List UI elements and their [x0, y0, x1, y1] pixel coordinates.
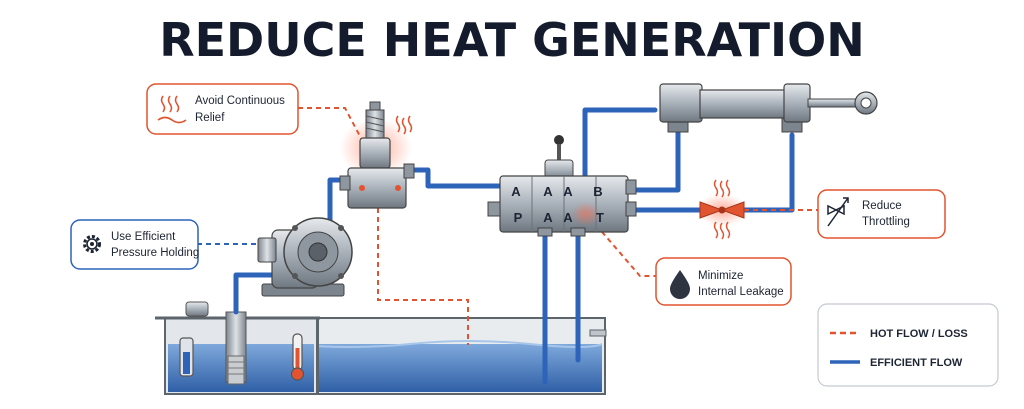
hydraulic-cylinder	[659, 83, 878, 133]
port-label: A	[543, 210, 553, 225]
callout-text: Reduce	[862, 200, 902, 212]
callout-text: Use Efficient	[111, 231, 176, 243]
legend-label: EFFICIENT FLOW	[870, 357, 963, 369]
callout-text: Internal Leakage	[698, 286, 784, 298]
port-label: A	[543, 184, 553, 199]
throttle-icon	[827, 197, 849, 227]
callout-minimize-leakage: Minimize Internal Leakage	[655, 257, 792, 306]
relief-valve	[339, 101, 415, 209]
legend-label: HOT FLOW / LOSS	[870, 328, 968, 340]
page-title: REDUCE HEAT GENERATION	[159, 13, 865, 67]
port-label: P	[514, 210, 523, 225]
droplet-icon	[670, 270, 690, 299]
suction-strainer	[225, 311, 247, 385]
directional-valve	[487, 135, 637, 237]
throttle-valve	[696, 194, 748, 226]
callout-text: Relief	[195, 112, 225, 124]
callout-avoid-relief: Avoid Continuous Relief	[146, 83, 299, 135]
throttle-heat-waves-icon	[713, 179, 731, 240]
callout-text: Throttling	[862, 216, 910, 228]
callout-text: Avoid Continuous	[195, 95, 285, 107]
port-label: A	[563, 210, 573, 225]
callout-text: Minimize	[698, 270, 743, 282]
legend: HOT FLOW / LOSS EFFICIENT FLOW	[817, 303, 999, 387]
heat-waves-icon	[157, 95, 187, 124]
callout-text: Pressure Holding	[111, 247, 199, 259]
sight-gauge	[179, 337, 194, 377]
hydraulic-pump	[257, 217, 353, 297]
hot-flow-lines	[298, 107, 818, 345]
port-label: A	[511, 184, 521, 199]
port-label: T	[596, 210, 604, 225]
callout-reduce-throttling: Reduce Throttling	[817, 189, 946, 239]
port-label: B	[593, 184, 602, 199]
relief-heat-waves-icon	[395, 115, 413, 135]
thermometer-icon	[290, 333, 305, 381]
gear-icon	[83, 235, 101, 253]
port-label: A	[563, 184, 573, 199]
callout-pressure-holding: Use Efficient Pressure Holding	[70, 219, 199, 270]
reservoir-tank	[155, 301, 607, 395]
